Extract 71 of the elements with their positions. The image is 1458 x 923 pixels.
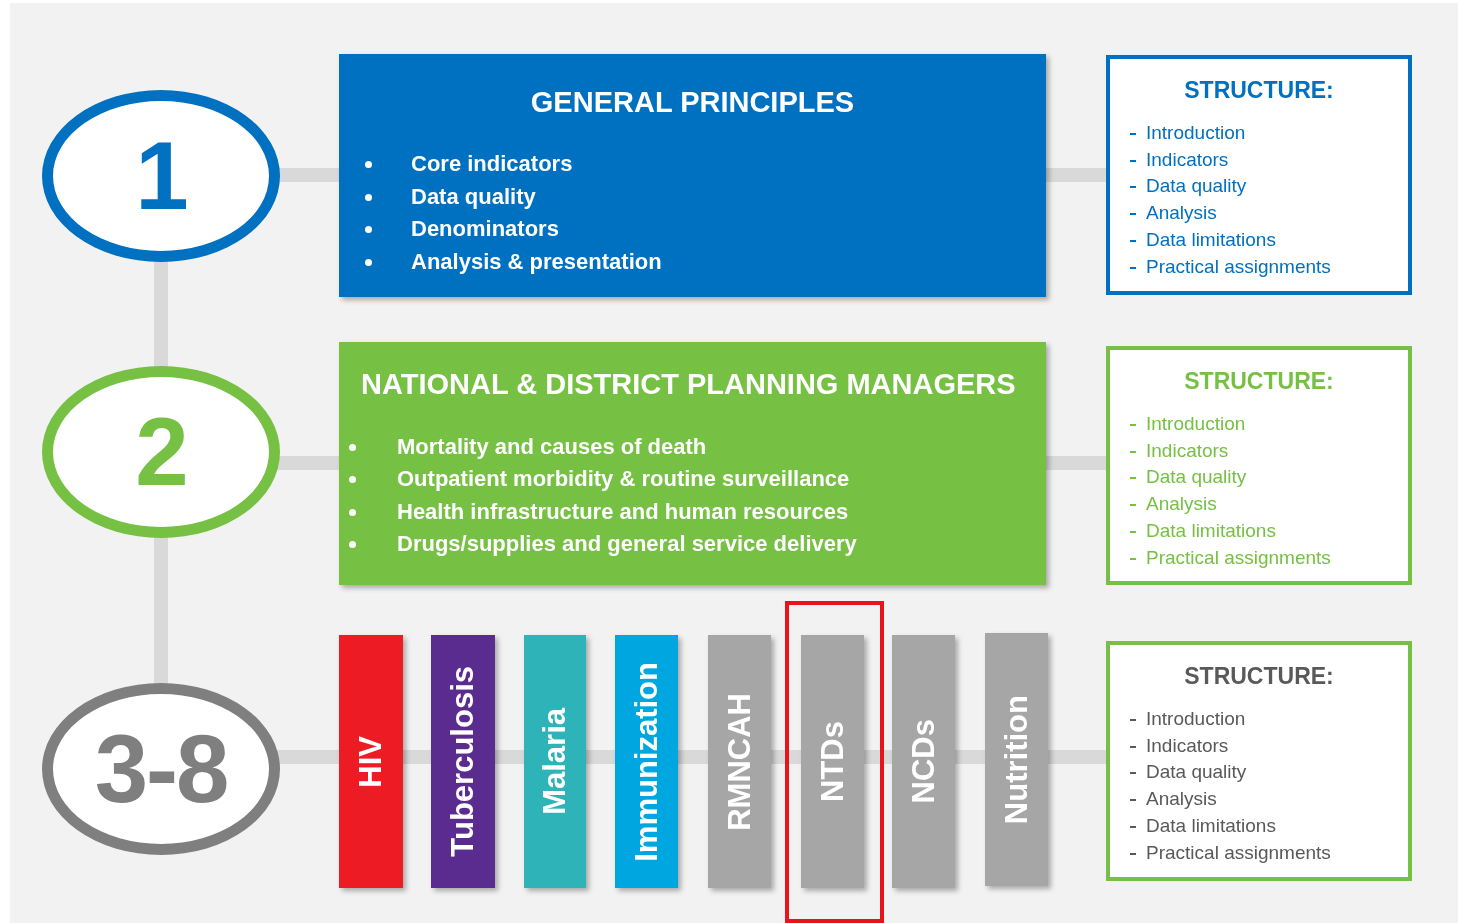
structure-item: Data limitations [1146,519,1276,542]
structure-box [1106,55,1412,295]
connector-line [1046,456,1106,470]
topic-item: Denominators [411,216,559,242]
connector-line [864,750,892,764]
connector-line [1046,168,1106,182]
topic-item: Drugs/supplies and general service delivery [397,530,857,557]
structure-box [1106,346,1412,585]
topic-item: Analysis & presentation [411,248,662,275]
connector-line [276,750,339,764]
connector-line [154,260,168,368]
module-bar [892,635,955,888]
panel-title: GENERAL PRINCIPLES [529,86,856,119]
topic-item: Mortality and causes of death [397,434,707,460]
module-bar [431,635,495,888]
structure-item: Practical assignments [1146,546,1331,569]
module-number: 3-8 [94,721,228,817]
connector-line [1048,750,1106,764]
structure-item: Practical assignments [1146,255,1331,278]
module-name: NTDs [814,721,851,802]
module-number: 1 [135,128,187,224]
module-bar [339,635,403,888]
module-name: Tuberculosis [445,666,481,857]
connector-line [495,750,524,764]
module-name: HIV [353,735,389,788]
module-bar [801,635,864,888]
structure-item: Data quality [1146,466,1247,489]
structure-title: STRUCTURE: [1183,663,1335,690]
topic-item: Outpatient morbidity & routine surveillance [397,466,850,493]
module-panel [339,342,1046,585]
topic-item: Core indicators [411,151,573,177]
structure-item: Analysis [1146,493,1217,516]
structure-item: Analysis [1146,202,1217,225]
topic-item: Health infrastructure and human resources [397,498,849,525]
connector-line [955,750,985,764]
module-bar [524,635,586,888]
module-number: 2 [135,404,187,500]
connector-line [586,750,615,764]
module-name: Malaria [537,708,573,815]
structure-title: STRUCTURE: [1183,368,1335,395]
module-bar [708,635,771,888]
structure-item: Introduction [1146,708,1246,730]
connector-line [678,750,708,764]
module-name: NCDs [905,719,942,804]
structure-item: Practical assignments [1146,841,1331,864]
panel-title: NATIONAL & DISTRICT PLANNING MANAGERS [361,368,1016,401]
structure-box [1106,641,1412,881]
connector-line [154,536,168,685]
connector-line [278,168,339,182]
module-name: Immunization [628,661,665,862]
structure-title: STRUCTURE: [1183,77,1335,104]
connector-line [771,750,801,764]
module-name: RMNCAH [721,692,758,831]
module-bar [615,635,678,888]
highlight-frame [785,601,884,923]
structure-item: Data limitations [1146,228,1276,251]
structure-item: Data quality [1146,175,1247,198]
topic-item: Data quality [411,183,536,210]
structure-item: Introduction [1146,413,1246,435]
structure-item: Analysis [1146,788,1217,811]
module-name: Nutrition [998,694,1035,825]
structure-item: Indicators [1146,148,1229,171]
structure-item: Data quality [1146,761,1247,784]
connector-line [403,750,431,764]
structure-item: Data limitations [1146,814,1276,837]
module-bar [985,633,1048,886]
structure-item: Introduction [1146,122,1246,144]
structure-item: Indicators [1146,734,1229,757]
connector-line [277,456,339,470]
structure-item: Indicators [1146,439,1229,462]
module-panel [339,54,1046,297]
